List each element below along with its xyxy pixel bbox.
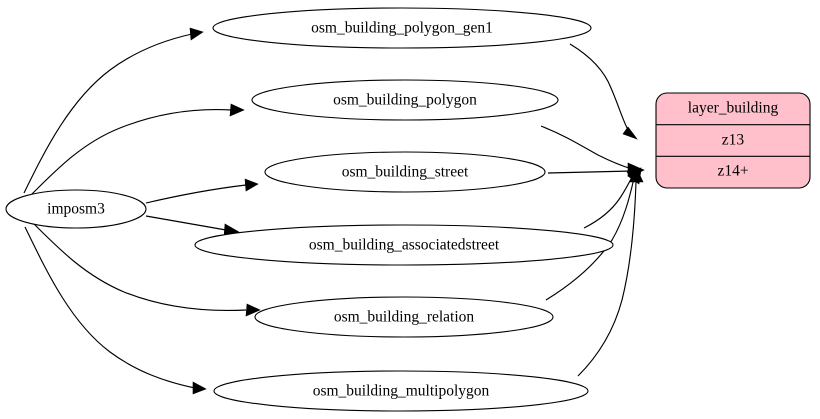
edge-imposm3-to-osm_building_polygon xyxy=(29,103,245,197)
edge-imposm3-to-osm_building_associatedstreet xyxy=(145,215,240,238)
record-row-layer_building[interactable]: layer_building xyxy=(688,100,779,117)
node-layer_building[interactable]: layer_building z13 z14+ xyxy=(655,92,811,189)
node-osm_building_street-label: osm_building_street xyxy=(342,164,469,181)
node-osm_building_polygon-label: osm_building_polygon xyxy=(333,92,477,109)
node-osm_building_associatedstreet-shape[interactable] xyxy=(194,224,614,266)
edge-osm_building_multipolygon-to-layer_building-z14 xyxy=(577,168,644,377)
node-osm_building_multipolygon-shape[interactable] xyxy=(213,370,589,412)
node-osm_building_associatedstreet[interactable]: osm_building_associatedstreet xyxy=(194,224,614,266)
node-osm_building_multipolygon[interactable]: osm_building_multipolygon xyxy=(213,370,589,412)
node-osm_building_polygon_gen1[interactable]: osm_building_polygon_gen1 xyxy=(212,7,592,49)
node-osm_building_associatedstreet-label: osm_building_associatedstreet xyxy=(309,237,500,254)
edge-imposm3-to-osm_building_street xyxy=(145,178,259,204)
node-layer_building-box[interactable] xyxy=(655,92,811,189)
node-osm_building_relation-shape[interactable] xyxy=(254,296,554,338)
node-osm_building_polygon[interactable]: osm_building_polygon xyxy=(251,79,559,121)
edge-imposm3-to-osm_building_relation xyxy=(33,223,261,317)
node-osm_building_street-shape[interactable] xyxy=(264,151,546,193)
record-row-z14plus[interactable]: z14+ xyxy=(717,163,748,180)
record-row-z13[interactable]: z13 xyxy=(722,132,745,149)
node-osm_building_street[interactable]: osm_building_street xyxy=(264,151,546,193)
node-imposm3-shape[interactable] xyxy=(5,189,147,229)
edge-imposm3-to-osm_building_multipolygon xyxy=(24,226,207,395)
edge-osm_building_polygon_gen1-to-layer_building-z13 xyxy=(569,43,638,140)
node-osm_building_polygon-shape[interactable] xyxy=(251,79,559,121)
node-osm_building_multipolygon-label: osm_building_multipolygon xyxy=(313,383,490,400)
node-osm_building_polygon_gen1-label: osm_building_polygon_gen1 xyxy=(311,20,493,37)
edge-group-tables-to-layer xyxy=(540,43,645,377)
node-osm_building_relation[interactable]: osm_building_relation xyxy=(254,296,554,338)
node-osm_building_relation-label: osm_building_relation xyxy=(334,309,475,326)
edge-imposm3-to-osm_building_polygon_gen1 xyxy=(23,27,204,194)
node-osm_building_polygon_gen1-shape[interactable] xyxy=(212,7,592,49)
node-imposm3[interactable]: imposm3 xyxy=(5,189,147,229)
node-imposm3-label: imposm3 xyxy=(47,201,105,218)
